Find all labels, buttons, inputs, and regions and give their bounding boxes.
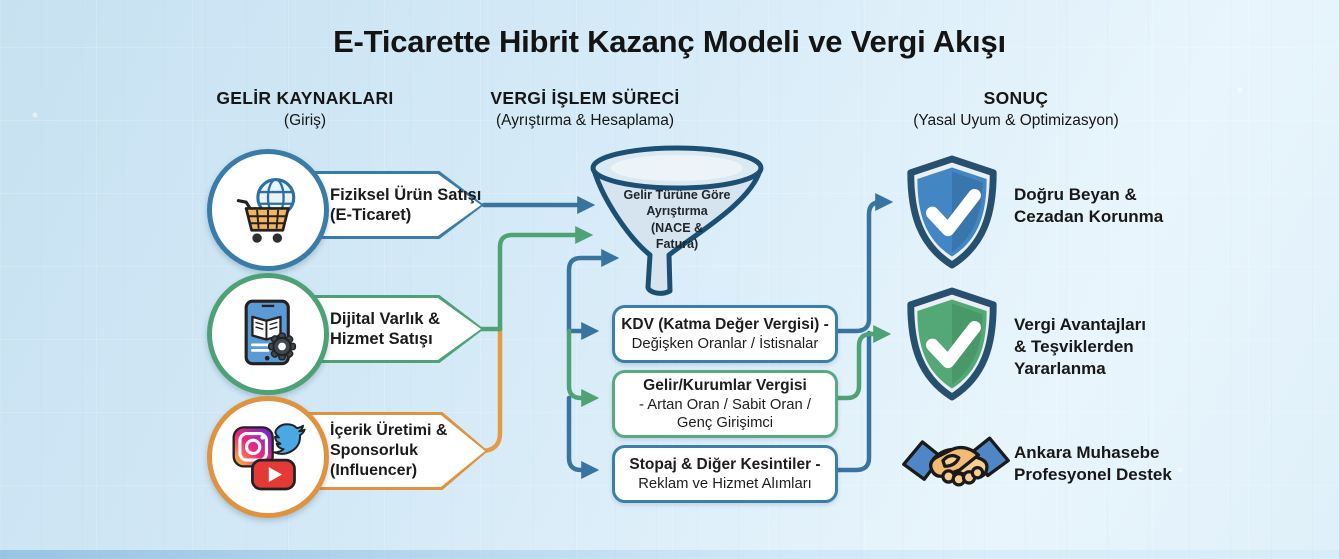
connector-to-blue-shield [830,193,894,334]
source-item-digital [207,273,329,395]
column-header-process: VERGİ İŞLEM SÜRECİ (Ayrıştırma & Hesapla… [435,88,735,130]
result-item-advantages [898,285,1006,405]
funnel-icon [590,145,764,296]
bottom-edge-strip [0,550,1339,559]
source-item-physical [207,149,329,271]
column-title: GELİR KAYNAKLARI [216,88,394,108]
twitter-icon [273,423,306,455]
shield-check-blue-icon [907,155,997,269]
shield-check-green-icon [907,287,997,401]
connector-withholding-up [830,330,872,473]
column-subtitle: (Yasal Uyum & Optimizasyon) [913,112,1119,129]
column-subtitle: (Ayrıştırma & Hesaplama) [495,112,674,129]
tablet-book-gear-icon [244,299,297,366]
result-item-support [900,426,1012,512]
connector-to-green-shield [830,325,892,401]
connector-bus-to-funnel [566,249,620,334]
connector-bus-to-withholding [566,395,600,479]
column-title: VERGİ İŞLEM SÜRECİ [490,88,680,108]
connector-merged-to-funnel [497,226,594,332]
result-text-advantages: Vergi Avantajları & Teşviklerden Yararla… [1014,315,1146,379]
column-title: SONUÇ [983,88,1049,108]
social-media-icon [232,423,306,491]
funnel-label: Gelir Türüne Göre Ayrıştırma (NACE & Fat… [623,188,731,251]
source-label-content: İçerik Üretimi & Sponsorluk (Influencer) [298,412,488,490]
connector-bus-to-income-tax [566,328,600,407]
handshake-icon [902,436,1010,487]
column-subtitle: (Giriş) [283,112,327,129]
source-label-physical: Fiziksel Ürün Satışı (E-Ticaret) [298,171,484,239]
result-item-compliance [898,153,1006,273]
tax-box-income: Gelir/Kurumlar Vergisi - Artan Oran / Sa… [612,370,838,438]
result-text-support: Ankara Muhasebe Profesyonel Destek [1014,443,1172,485]
result-text-compliance: Doğru Beyan & Cezadan Korunma [1014,185,1164,227]
tax-box-kdv: KDV (Katma Değer Vergisi) - Değişken Ora… [612,305,838,363]
column-header-result: SONUÇ (Yasal Uyum & Optimizasyon) [866,88,1166,130]
page-title: E-Ticarette Hibrit Kazanç Modeli ve Verg… [333,24,1006,59]
source-label-digital: Dijital Varlık & Hizmet Satışı [298,295,484,363]
youtube-icon [251,458,296,491]
column-header-sources: GELİR KAYNAKLARI (Giriş) [155,88,455,130]
tax-box-withholding: Stopaj & Diğer Kesintiler - Reklam ve Hi… [612,445,838,503]
cart-globe-icon [236,178,296,243]
source-item-content [207,396,329,518]
